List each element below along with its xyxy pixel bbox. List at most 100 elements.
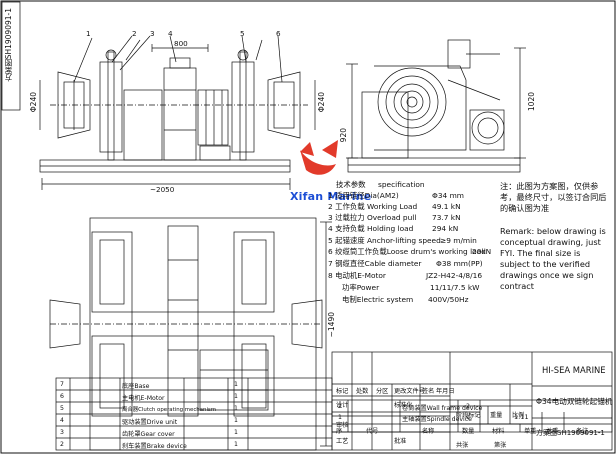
spec-value: 400V/50Hz — [428, 295, 469, 304]
warping-end — [471, 111, 505, 145]
bom-upper-qty: 2 — [466, 403, 470, 410]
remark-cn: 注：此图为方案图，仅供参考，最终尺寸，以签订合同后的确认图为准 — [500, 181, 607, 213]
spec-value: 20kN — [472, 247, 492, 256]
balloon-3: 3 — [150, 29, 155, 38]
spec-row: 5 起锚速度 Anchor-lifting speed — [328, 236, 441, 245]
dim-920: 920 — [339, 128, 348, 143]
tb-std: 标准化 — [394, 402, 413, 409]
scale-value: 1:11 — [514, 413, 529, 421]
dim-dia240-right: Φ240 — [317, 92, 326, 113]
bom-lower-name: 齿轮罩Gear cover — [122, 431, 175, 438]
bom-header-qty: 数量 — [462, 428, 475, 435]
balloon-4: 4 — [168, 29, 173, 38]
plan-motor — [199, 349, 269, 411]
spec-value: ≥9 m/min — [440, 236, 477, 245]
bom-lower-qty: 1 — [234, 417, 238, 424]
balloon-1: 1 — [86, 29, 91, 38]
bom-lower-name: 刹车装置Brake device — [122, 443, 187, 450]
bom-upper-name: 卷筒装置Wall frame device — [402, 405, 483, 412]
spec-row: 电制Electric system — [342, 295, 414, 304]
spec-value: JZ2-H42-4/8/16 — [426, 271, 483, 280]
balloon-2: 2 — [132, 29, 137, 38]
spec-row: 7 钢缆直径Cable diameter — [328, 259, 422, 268]
bom-lower-no: 4 — [60, 417, 64, 424]
bom-lower-qty: 1 — [234, 441, 238, 448]
tb-change-doc: 更改文件号 — [394, 388, 425, 395]
spec-row: 3 过载拉力 Overload pull — [328, 213, 417, 222]
logo-text: Xifan Marine — [290, 190, 372, 203]
tb-craft: 工艺 — [336, 438, 349, 445]
spec-row: 功率Power — [342, 283, 380, 292]
right-drum — [267, 71, 301, 139]
bom-lower-name: 底座Base — [122, 383, 150, 390]
spec-value: Φ34 mm — [432, 191, 464, 200]
spec-row: 6 绞缆筒工作负载Loose drum's working load — [328, 247, 486, 256]
bom-lower-no: 7 — [60, 381, 64, 388]
bom-lower-name: 离合器Clutch operating mechanism — [122, 407, 217, 413]
spec-value: Φ38 mm(PP) — [436, 259, 483, 268]
tb-sheet-no: 第张 — [494, 442, 507, 449]
tb-weight: 重量 — [490, 412, 503, 419]
bom-lower-no: 5 — [60, 405, 64, 412]
drawing-number: 方案图SH1909091-1 — [536, 429, 605, 437]
bom-lower-qty: 1 — [234, 393, 238, 400]
side-drawing-code: 方案图SH1909091-1 — [4, 8, 13, 82]
dim-1490: ~1490 — [327, 312, 336, 338]
bom-lower-qty: 1 — [234, 429, 238, 436]
bom-lower-no: 3 — [60, 429, 64, 436]
remark-en: Remark: below drawing is conceptual draw… — [500, 226, 606, 291]
bom-header-total-weight: 总重 — [546, 428, 559, 435]
logo-mark — [300, 140, 338, 175]
bom-header-name: 名称 — [422, 428, 435, 435]
bom-header-seq: 序 — [336, 428, 343, 435]
spec-row: 8 电动机E-Motor — [328, 271, 386, 280]
spec-header-cn: 技术参数 — [336, 180, 366, 189]
spec-value: 49.1 kN — [432, 202, 461, 211]
tb-zone: 分区 — [376, 388, 389, 395]
balloon-6: 6 — [276, 29, 281, 38]
spec-row: 2 工作负载 Working Load — [328, 202, 418, 211]
bom-lower-qty: 1 — [234, 381, 238, 388]
spec-value: 73.7 kN — [432, 213, 461, 222]
balloon-5: 5 — [240, 29, 245, 38]
left-drum — [57, 71, 91, 139]
tb-design: 设计 — [336, 402, 349, 409]
tb-stage: 阶段标记 — [456, 412, 481, 419]
spec-header-en: specification — [378, 180, 425, 189]
bom-upper-qty: 1 — [466, 414, 470, 421]
tb-ratio: 比例 — [512, 412, 525, 419]
tb-count: 处数 — [356, 388, 369, 395]
gearbox — [163, 67, 197, 161]
bom-header-note: 备注 — [576, 428, 589, 435]
dim-dia240-left: Φ240 — [29, 92, 38, 113]
bom-lower-qty: 1 — [234, 405, 238, 412]
dim-2050: ~2050 — [150, 185, 175, 194]
company-name: HI-SEA MARINE — [542, 365, 606, 375]
tb-mark: 标记 — [336, 388, 349, 395]
tb-review: 审核 — [336, 422, 349, 429]
chain-wheel-right — [231, 61, 255, 153]
product-name: Φ34电动双链轮起锚机 — [536, 397, 613, 406]
bom-header-material: 材料 — [492, 428, 505, 435]
dim-800: 800 — [174, 39, 188, 48]
chain-wheel-left — [99, 61, 123, 153]
tb-approve: 批准 — [394, 438, 407, 445]
tb-date: 年月日 — [436, 388, 455, 395]
bom-lower-no: 6 — [60, 393, 64, 400]
bom-header-code: 代号 — [366, 428, 379, 435]
tb-sheets-total: 共张 — [456, 442, 469, 449]
spec-value: 11/11/7.5 kW — [430, 283, 480, 292]
bom-upper-no: 2 — [338, 403, 342, 410]
spec-row: 1 适用链径Dia(AM2) — [328, 191, 399, 200]
tb-sign: 签名 — [422, 388, 435, 395]
bom-lower-name: 驱动装置Drive unit — [122, 419, 178, 426]
bom-header-unit-weight: 单重 — [524, 428, 537, 435]
gear-wheel — [377, 67, 447, 137]
dim-1020: 1020 — [527, 92, 536, 112]
bom-upper-name: 主轴装置Spindle device — [402, 416, 472, 423]
bom-upper-no: 1 — [338, 414, 342, 421]
bom-lower-no: 2 — [60, 441, 64, 448]
bom-lower-name: 主电机E-Motor — [122, 395, 165, 402]
